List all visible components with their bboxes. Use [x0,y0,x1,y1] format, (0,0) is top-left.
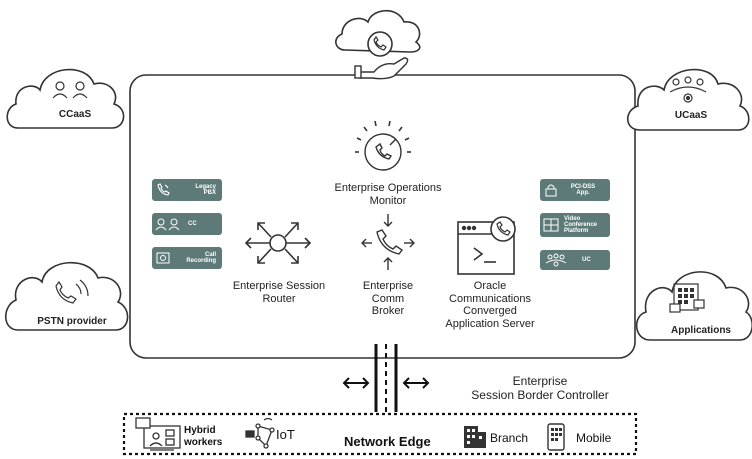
ecb-label-line1: Enterprise [362,280,414,292]
pci-dss-line2: App. [576,190,590,196]
hybrid-workers-label: Hybrid workers [184,425,222,449]
session-router-icon [244,222,312,264]
mobile-label: Mobile [576,431,612,445]
legacy-pbx-line1: Legacy [195,183,216,190]
call-recording-line1: Call [204,251,216,258]
recording-icon [152,247,174,269]
eom-label-line2: Monitor [369,194,407,207]
hybrid-line2: workers [184,437,223,448]
comm-broker-icon [361,214,415,270]
ocas-label-line3: Converged [463,305,517,318]
legacy-pbx-line2: PBX [203,190,216,196]
applications-cloud [635,271,752,341]
ocas-label-line2: Communications [449,292,531,305]
branch-icon [464,426,486,448]
hybrid-line1: Hybrid [184,425,216,436]
ecb-label-line3: Broker [371,305,405,318]
agents-icon [152,213,184,235]
ocas-label-line1: Oracle [473,280,507,292]
ecb-label-line2: Comm [371,292,405,305]
ocas-window-icon [457,216,516,275]
cc-label: CC [188,220,197,227]
video-icon [540,213,562,237]
video-line3: Platform [564,228,589,235]
esr-label-line2: Router [262,292,296,305]
phone-icon [152,179,174,201]
ocas-label-line4: Application Server [445,317,535,330]
uc-label: UC [582,256,591,263]
top-cloud [335,9,421,80]
applications-label: Applications [670,325,731,336]
ucaas-label: UCaaS [674,110,708,121]
pstn-label: PSTN provider [37,316,107,327]
pstn-cloud [4,261,129,331]
ccaas-cloud [6,68,125,129]
video-line2: Conference [564,221,598,228]
pci-dss-line1: PCI-DSS [570,183,596,190]
hybrid-workers-icon [135,417,181,451]
ucaas-cloud [626,68,750,131]
lock-icon [540,179,562,201]
group-icon [540,250,572,270]
uc-pill: UC [540,250,610,270]
sbc-label-line2: Session Border Controller [471,387,609,402]
ecb-label: Enterprise Comm Broker [348,280,428,318]
branch-label: Branch [490,431,529,445]
eom-label-line1: Enterprise Operations [334,182,442,194]
iot-icon [245,417,275,449]
monitor-dial-icon [355,120,411,171]
network-edge-title: Network Edge [344,434,431,449]
eom-label: Enterprise Operations Monitor [318,182,458,207]
mobile-icon [547,423,565,451]
call-recording-line2: Recording [186,258,216,264]
ocas-label: Oracle Communications Converged Applicat… [430,280,550,331]
esr-label: Enterprise Session Router [224,280,334,305]
sbc-label: Enterprise Session Border Controller [440,374,640,403]
video-line1: Video [564,215,581,222]
ccaas-label: CCaaS [58,109,92,120]
sbc-icon [342,344,430,412]
iot-label: IoT [276,427,295,442]
cc-pill: CC [152,213,222,235]
sbc-label-line1: Enterprise [512,374,568,388]
esr-label-line1: Enterprise Session [232,280,326,292]
